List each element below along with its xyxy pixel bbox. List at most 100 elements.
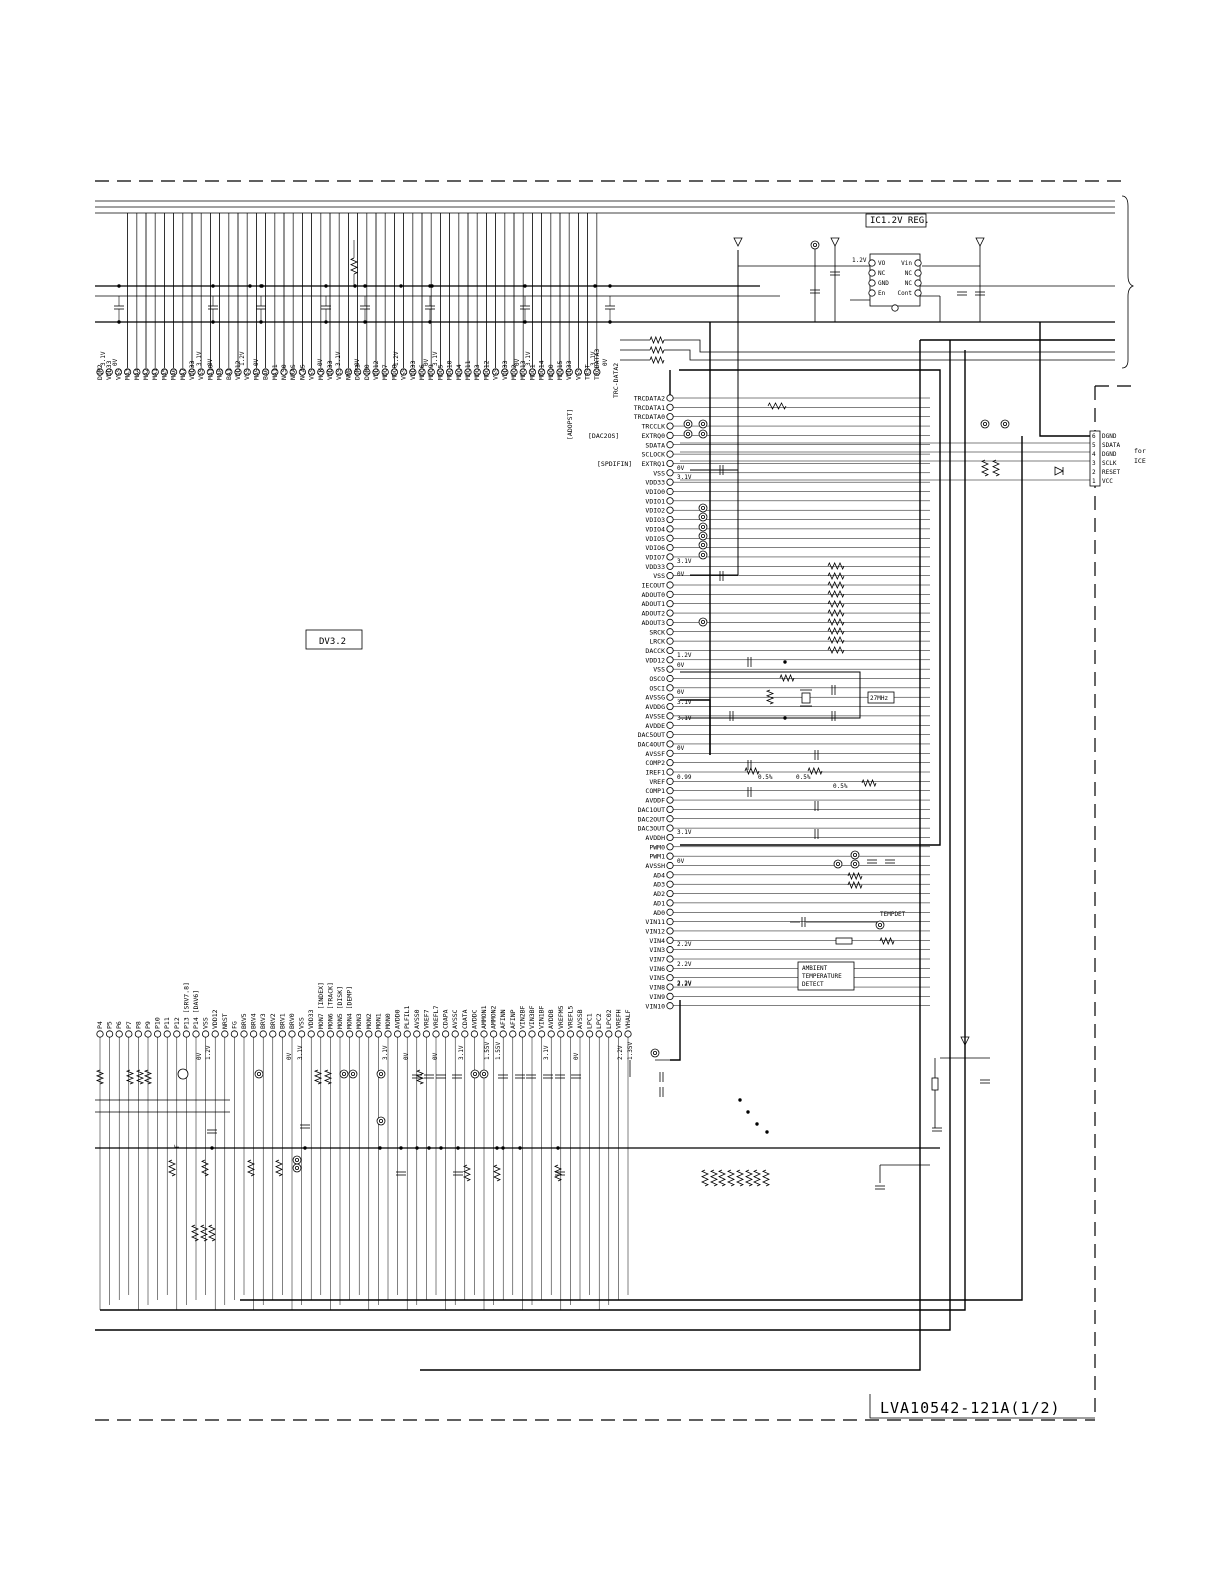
right-pin-label: VDIO7: [645, 553, 665, 561]
block-label: DV3.2: [319, 637, 346, 647]
top-pin-label: MDQ11: [464, 360, 472, 380]
pin-terminal: [317, 1030, 325, 1038]
top-pin-label: MA2: [142, 368, 150, 380]
right-pin-label: VSS: [653, 469, 665, 477]
junction-dot: [523, 320, 527, 324]
top-pin-label: VDD33: [326, 360, 334, 380]
wire: [664, 349, 1115, 361]
voltage-label: 0V: [317, 358, 324, 366]
test-point-center: [350, 1072, 355, 1077]
ice-connector-body: [1089, 430, 1101, 487]
junction-dot: [593, 284, 597, 288]
voltage-label: 2.2V: [677, 961, 692, 968]
pin-terminal: [914, 279, 922, 287]
pin-terminal: [381, 368, 389, 376]
junction-dot: [495, 1146, 499, 1150]
right-pin-label: AD1: [653, 899, 665, 907]
bottom-pin-label: P13 [SRV7.8]: [182, 982, 190, 1029]
pin-terminal: [547, 368, 555, 376]
top-pin-label: MDQ1: [528, 364, 536, 380]
pin-terminal: [868, 289, 876, 297]
wire: [95, 340, 951, 1331]
regulator-pin-label: GND: [878, 280, 889, 287]
ice-pin-number: 5: [1092, 442, 1096, 449]
pin-terminal: [666, 646, 674, 655]
bottom-pin-label: MON2: [365, 1013, 373, 1029]
bottom-pin-label: VDD12: [211, 1009, 219, 1029]
right-pin-label: LRCK: [649, 638, 665, 646]
top-pin-label: VSS: [197, 368, 205, 380]
pin-terminal: [125, 1030, 133, 1038]
pin-terminal: [124, 368, 132, 376]
pin-terminal: [666, 749, 674, 757]
right-pin-label: PWM1: [649, 853, 665, 861]
pin-terminal: [666, 777, 674, 785]
part-label: F: [174, 1144, 181, 1148]
top-pin-label: NCS0: [280, 364, 288, 380]
bottom-pin-label: BRV5: [240, 1013, 248, 1029]
resistor-icon: [554, 1164, 562, 1182]
junction-dot: [210, 1146, 214, 1150]
top-pin-label: MDQ3: [473, 364, 481, 380]
pin-terminal: [666, 413, 674, 421]
pin-terminal: [914, 259, 922, 267]
pin-terminal: [353, 368, 362, 376]
pin-terminal: [390, 368, 398, 376]
bottom-pin-label: CDAPA: [442, 1009, 450, 1029]
junction-dot: [746, 1110, 750, 1114]
top-pin-label: VDD12: [372, 360, 380, 380]
right-pin-label: VDIO4: [645, 525, 665, 533]
crystal-freq-box: [867, 691, 895, 704]
pin-terminal: [666, 525, 674, 533]
pin-terminal: [427, 368, 435, 376]
top-pin-label: VSS: [400, 368, 408, 380]
pin-terminal: [605, 1030, 613, 1038]
voltage-label: 3.1V: [196, 351, 203, 366]
right-pin-label: IECOUT: [642, 582, 666, 590]
right-pin-label: TRCDATA0: [634, 413, 665, 421]
bottom-pin-label: P8: [134, 1021, 142, 1029]
test-point-center: [701, 421, 706, 426]
top-pin-label: VSS: [335, 368, 343, 380]
pin-terminal: [519, 368, 527, 376]
resistor-icon: [879, 936, 895, 946]
note-label: TRC-DATA2: [612, 363, 620, 398]
right-pin-label: SDATA: [645, 441, 665, 449]
resistor-icon: [827, 646, 845, 654]
pin-terminal: [182, 1030, 190, 1038]
bottom-pin-label: VREFM5: [557, 1005, 565, 1029]
voltage-label: 0V: [677, 571, 685, 578]
top-pin-label: DQM2: [96, 364, 104, 380]
right-pin-label: DAC4OUT: [638, 740, 665, 748]
junction-dot: [765, 1130, 769, 1134]
ice-pin-number: 1: [1092, 478, 1096, 485]
right-pin-label: TRCCLK: [642, 423, 666, 431]
pin-terminal: [96, 368, 104, 376]
right-pin-label: VDIO6: [645, 544, 665, 552]
bottom-pin-label: FG: [230, 1021, 238, 1029]
test-point-center: [701, 505, 706, 510]
pin-terminal: [202, 1030, 210, 1038]
pin-terminal: [666, 562, 674, 570]
voltage-label: 3.1V: [432, 351, 439, 366]
pin-terminal: [666, 459, 674, 468]
resistor-icon: [649, 345, 665, 355]
top-pin-label: MA1: [151, 368, 159, 380]
right-pin-label: VIN6: [649, 965, 665, 973]
pin-terminal: [326, 368, 334, 376]
resistor-icon: [247, 1159, 255, 1177]
pin-terminal: [243, 368, 251, 376]
pin-terminal: [451, 1030, 459, 1038]
voltage-label: 3.1V: [677, 699, 692, 706]
voltage-label: 3.1V: [590, 351, 597, 366]
junction-dot: [211, 284, 215, 288]
pin-terminal: [225, 368, 233, 376]
voltage-label: 3.1V: [100, 351, 107, 366]
pin-terminal: [114, 368, 123, 376]
pin-terminal: [436, 368, 444, 376]
test-point-center: [701, 525, 706, 530]
voltage-label: 3.1V: [525, 351, 532, 366]
pin-terminal: [441, 1030, 450, 1038]
right-pin-label: AD4: [653, 871, 665, 879]
top-pin-label: VSS: [308, 368, 316, 380]
